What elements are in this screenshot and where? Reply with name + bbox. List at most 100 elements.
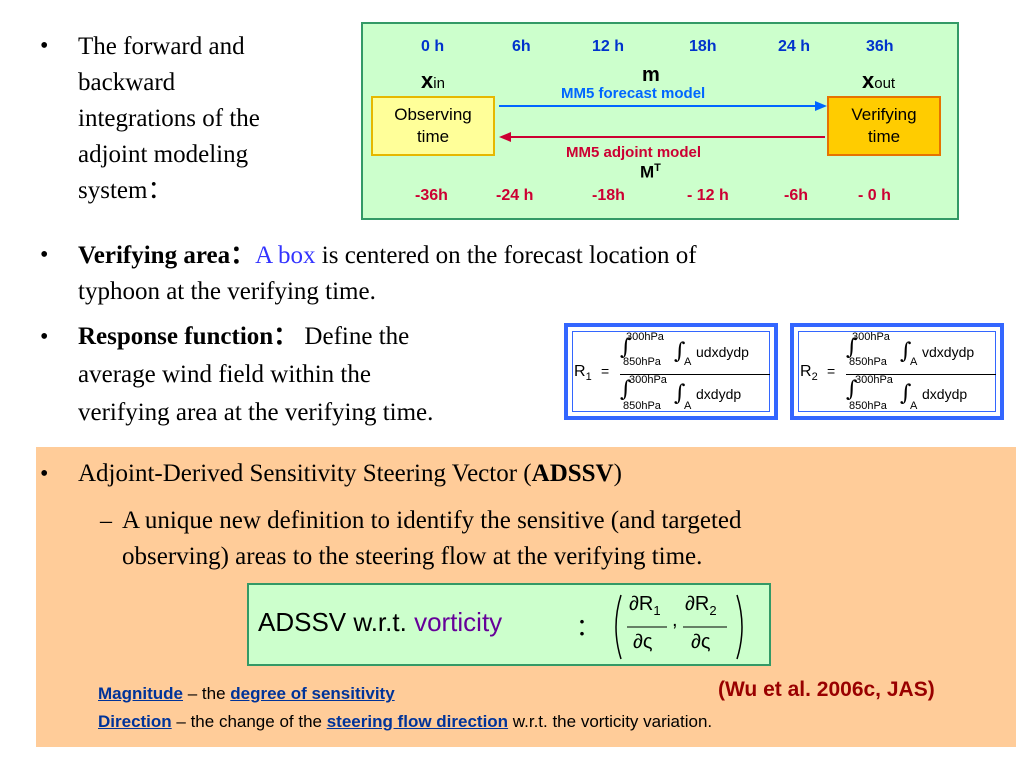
integral-sign: ∫ [620,377,632,402]
integral-sign: ∫ [620,335,632,360]
time-label: -36h [415,187,448,204]
box-label: Observing [394,105,472,124]
mt-symbol: MT [640,162,661,182]
numerator-text: vdxdydp [922,344,975,360]
partial-vorticity: ∂ς [691,631,711,653]
time-label: 0 h [421,38,445,55]
r1-symbol: R1 [574,363,592,384]
text-line: The forward and [78,33,245,60]
integral-lower-limit: 850hPa [623,400,661,412]
area-a: A [910,356,918,368]
magnitude-label: Magnitude [98,684,183,703]
text-line: A unique new definition to identify the … [122,507,742,534]
partial-r1: ∂R1 [629,593,661,618]
r2-symbol: R2 [800,363,818,384]
bullet-adssv: Adjoint-Derived Sensitivity Steering Vec… [78,460,622,487]
comma: , [672,609,678,631]
verifying-time-box: Verifying time [827,96,941,156]
citation: (Wu et al. 2006c, JAS) [718,678,935,701]
time-label: - 0 h [858,187,891,204]
text-line: Response function： Define the [78,323,410,350]
direction-note: Direction – the change of the steering f… [98,712,713,731]
partial-r2: ∂R2 [685,593,717,618]
text-line: typhoon at the verifying time. [78,278,376,305]
sub-bullet-dash: – [100,508,112,534]
integral-sign: ∫ [846,335,858,360]
adjoint-model-label: MM5 adjoint model [566,144,701,161]
observing-time-box: Observing time [371,96,495,156]
magnitude-value: degree of sensitivity [230,684,395,703]
area-a: A [684,400,692,412]
text-line: integrations of the [78,105,260,132]
time-label: -24 h [496,187,534,204]
time-label: 18h [689,38,717,55]
time-label: 12 h [592,38,625,55]
bullet-verifying-area: Verifying area：A box is centered on the … [78,238,978,310]
colon: ： [576,614,600,641]
x-out-symbol: xout [862,68,896,93]
m-symbol: m [642,64,660,86]
integral-sign: ∫ [674,339,686,364]
bullet-dot: • [40,324,49,350]
term-bold: Response function： [78,323,299,350]
integral-sign: ∫ [674,381,686,406]
bullet-dot: • [40,242,49,268]
integral-upper-limit: 300hPa [852,331,890,343]
text-line: observing) areas to the steering flow at… [122,543,703,570]
direction-value: steering flow direction [326,712,509,731]
integral-lower-limit: 850hPa [623,356,661,368]
text-line: verifying area at the verifying time. [78,399,434,426]
term-bold: Verifying area： [78,242,256,269]
time-label: - 12 h [687,187,729,204]
text-line: backward [78,69,176,96]
partial-vorticity: ∂ς [633,631,653,653]
text-line: system： [78,177,173,204]
time-label: -18h [592,187,625,204]
integral-upper-limit: 300hPa [855,374,893,386]
fraction-line [846,374,996,375]
formula-r1-box: R1 = ∫ 300hPa 850hPa ∫ A udxdydp ∫ 300hP… [564,323,778,420]
area-a: A [910,400,918,412]
box-label: time [867,127,901,146]
bullet-response-function: Response function： Define the average wi… [78,318,548,432]
backward-arrow-head [499,132,511,142]
text-line: average wind field within the [78,361,371,388]
bullet-dot: • [40,461,49,487]
fraction-line [620,374,770,375]
integral-sign: ∫ [900,339,912,364]
bullet-forward-backward: The forward and backward integrations of… [78,29,348,209]
vector-brackets [615,594,743,660]
time-label: 6h [512,38,531,55]
adssv-formula-label: ADSSV w.r.t. vorticity [258,607,503,637]
sub-bullet-definition: A unique new definition to identify the … [122,503,1002,575]
numerator-text: udxdydp [696,344,749,360]
denominator-text: dxdydp [696,386,742,402]
integration-arrows [499,101,827,142]
forward-model-label: MM5 forecast model [561,85,706,102]
integration-timeline-diagram: 0 h 6h 12 h 18h 24 h 36h xin m xout MM5 … [361,22,959,220]
text-line: adjoint modeling [78,141,249,168]
adssv-formula-box: ADSSV w.r.t. vorticity ： ∂R1 ∂ς , ∂R2 ∂ς [247,583,771,666]
box-label: time [416,127,450,146]
highlight-blue: A box [255,242,316,269]
time-label: -6h [784,187,808,204]
time-label: 24 h [778,38,811,55]
term-bold: ADSSV [531,460,614,487]
integral-lower-limit: 850hPa [849,400,887,412]
x-in-symbol: xin [421,68,445,93]
integral-sign: ∫ [900,381,912,406]
equals-sign: = [827,363,836,379]
integral-lower-limit: 850hPa [849,356,887,368]
denominator-text: dxdydp [922,386,968,402]
formula-r2-box: R2 = ∫ 300hPa 850hPa ∫ A vdxdydp ∫ 300hP… [790,323,1004,420]
bullet-dot: • [40,33,49,59]
area-a: A [684,356,692,368]
magnitude-note: Magnitude – the degree of sensitivity [98,684,395,703]
integral-upper-limit: 300hPa [626,331,664,343]
text-line: Verifying area：A box is centered on the … [78,242,697,269]
vorticity-term: vorticity [414,607,503,637]
box-label: Verifying [851,105,917,124]
integral-sign: ∫ [846,377,858,402]
time-label: 36h [866,38,894,55]
forward-arrow-head [815,101,827,111]
